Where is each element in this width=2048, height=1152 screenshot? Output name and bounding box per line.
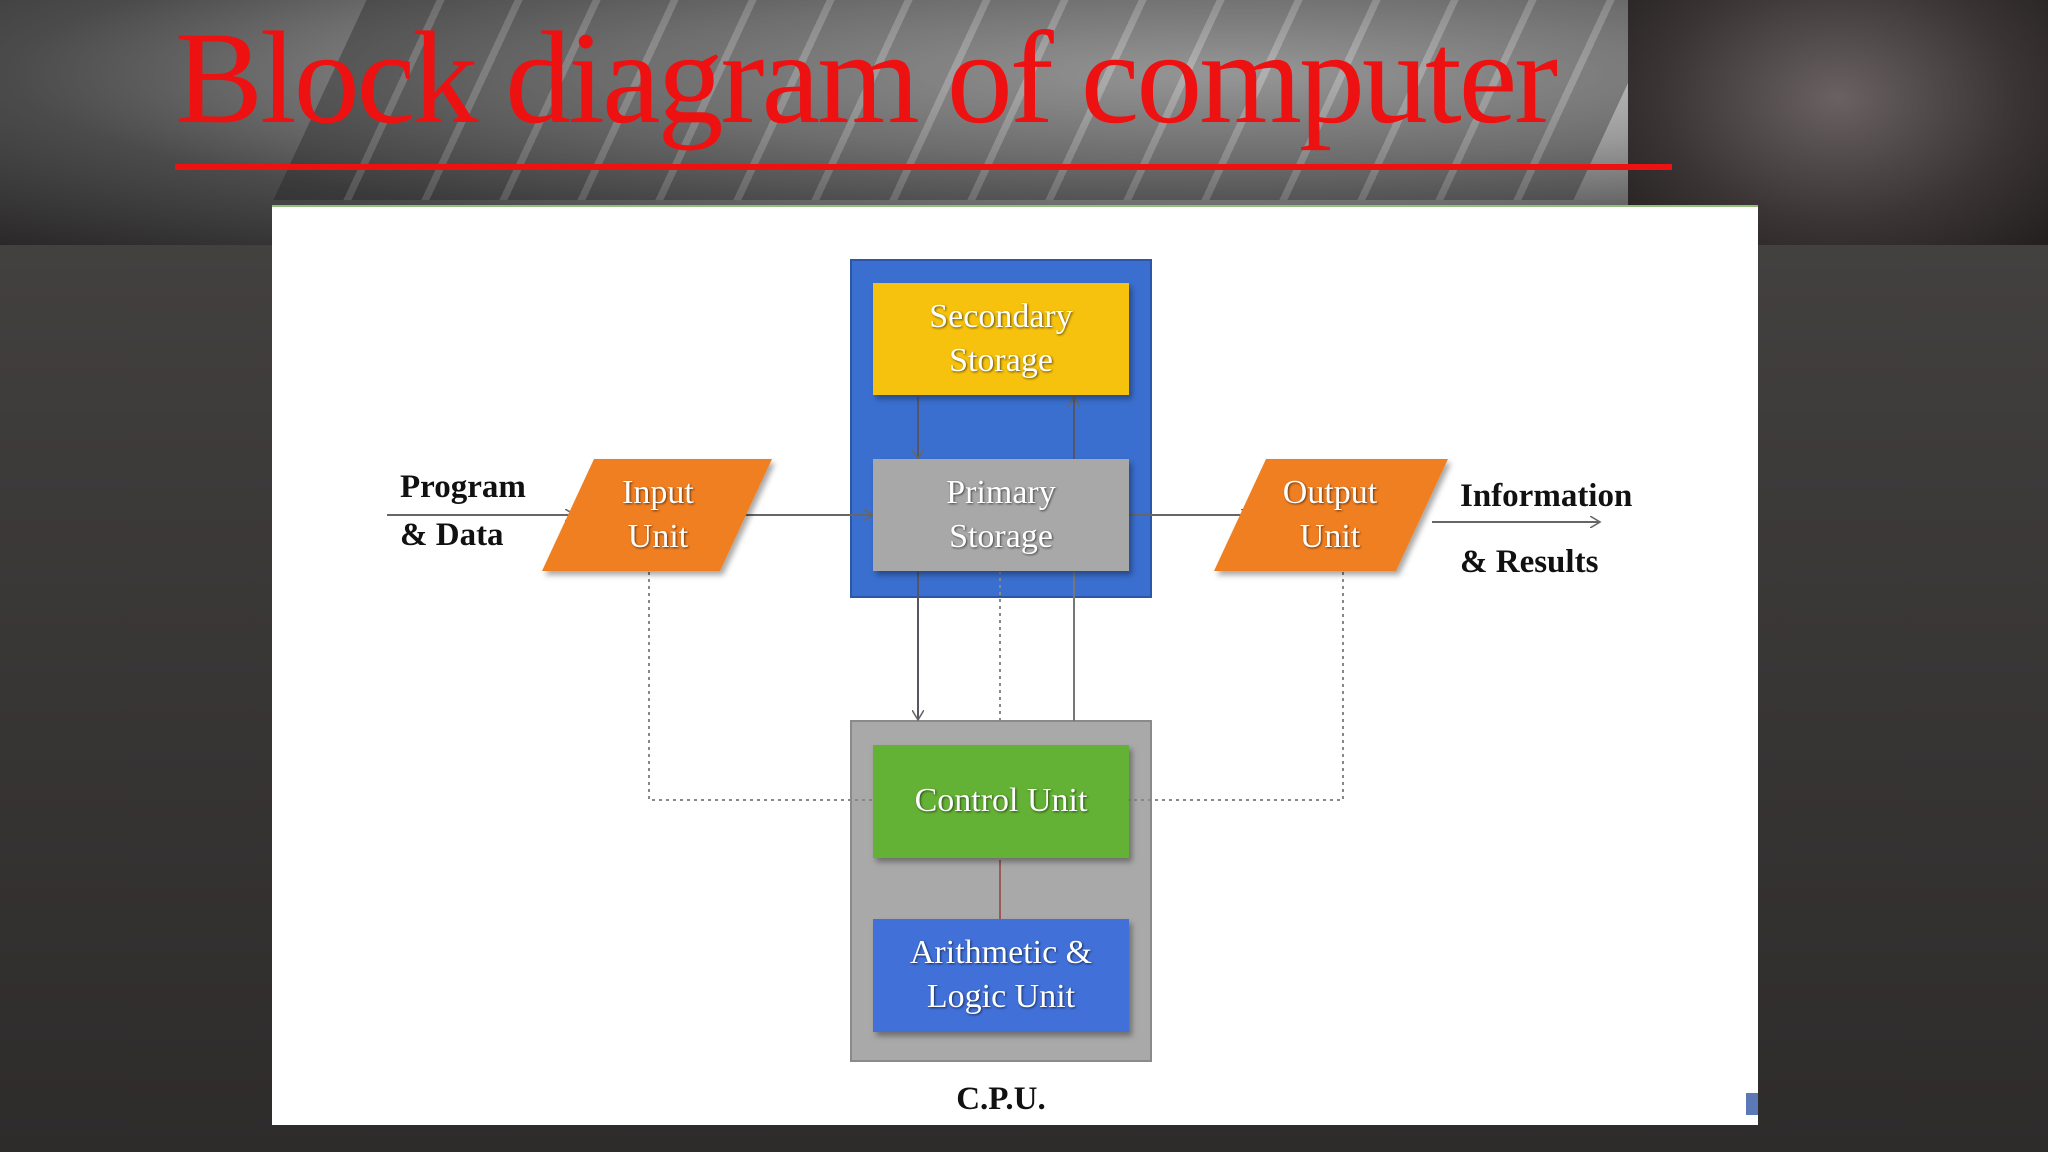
input-unit-line2: Unit — [627, 518, 689, 555]
input-unit-block — [542, 459, 772, 571]
alu-line2: Logic Unit — [926, 978, 1076, 1015]
information-results-line1: Information — [1460, 478, 1633, 514]
program-data-label: Program & Data — [400, 463, 526, 559]
program-data-line2: & Data — [400, 517, 504, 553]
output-unit-label: Output Unit — [1240, 471, 1420, 559]
block-diagram: Secondary Storage Primary Storage Input … — [272, 205, 1758, 1125]
fabric-background-image — [1628, 0, 2048, 245]
header-banner — [0, 0, 2048, 245]
cpu-label: C.P.U. — [956, 1081, 1046, 1117]
dotted-control-to-input — [648, 572, 873, 801]
alu-block — [873, 919, 1129, 1032]
page-title: Block diagram of computer — [175, 4, 1558, 151]
secondary-storage-line2: Storage — [949, 342, 1053, 379]
input-unit-line1: Input — [622, 474, 694, 511]
primary-storage-label: Primary Storage — [873, 471, 1129, 559]
title-underline — [175, 164, 1672, 170]
primary-storage-block — [873, 459, 1129, 571]
information-results-label: Information & Results — [1460, 463, 1632, 595]
secondary-storage-line1: Secondary — [929, 298, 1073, 335]
alu-label: Arithmetic & Logic Unit — [873, 931, 1129, 1019]
corner-mark — [1746, 1093, 1758, 1115]
information-results-line2: & Results — [1460, 544, 1599, 580]
secondary-storage-block — [873, 283, 1129, 395]
output-unit-line2: Unit — [1299, 518, 1361, 555]
alu-line1: Arithmetic & — [909, 934, 1093, 971]
primary-storage-line2: Storage — [949, 518, 1053, 555]
secondary-storage-label: Secondary Storage — [873, 295, 1129, 383]
control-unit-block — [873, 745, 1129, 858]
control-unit-label: Control Unit — [914, 782, 1088, 819]
dotted-control-to-output — [1129, 572, 1344, 801]
program-data-line1: Program — [400, 469, 526, 505]
output-unit-line1: Output — [1282, 474, 1378, 511]
primary-storage-line1: Primary — [946, 474, 1056, 511]
output-unit-block — [1214, 459, 1448, 571]
input-unit-label: Input Unit — [568, 471, 748, 559]
diagram-shapes — [387, 259, 1758, 1062]
